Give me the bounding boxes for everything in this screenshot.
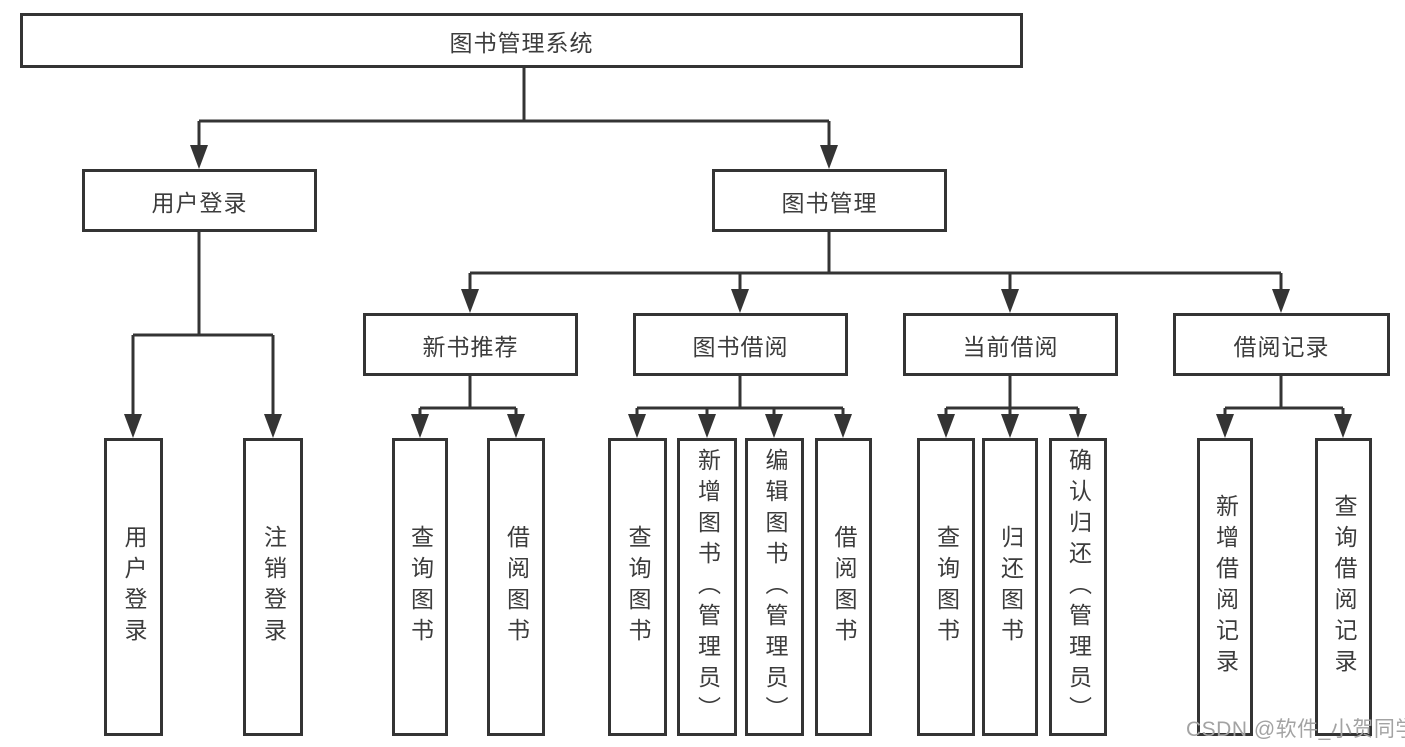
- leaf-user-login: 用户登录: [104, 438, 163, 736]
- leaf-borrow-add-books-admin: 新增图书（管理员）: [677, 438, 737, 736]
- leaf-borrow-borrow-books: 借阅图书: [815, 438, 872, 736]
- leaf-current-return-books: 归还图书: [982, 438, 1038, 736]
- node-user-login-label: 用户登录: [151, 189, 248, 216]
- leaf-records-add-record: 新增借阅记录: [1197, 438, 1253, 736]
- node-user-login: 用户登录: [82, 169, 317, 232]
- node-root: 图书管理系统: [20, 13, 1023, 68]
- node-root-label: 图书管理系统: [449, 29, 594, 56]
- node-current-borrow-label: 当前借阅: [962, 333, 1059, 360]
- leaf-borrow-edit-books-admin: 编辑图书（管理员）: [745, 438, 804, 736]
- leaf-records-query-record: 查询借阅记录: [1315, 438, 1372, 736]
- leaf-records-query-record-label: 查询借阅记录: [1331, 494, 1357, 680]
- node-book-borrow-label: 图书借阅: [692, 333, 789, 360]
- leaf-logout-label: 注销登录: [260, 525, 287, 649]
- node-new-book-recommend: 新书推荐: [363, 313, 578, 376]
- leaf-recommend-borrow-books: 借阅图书: [487, 438, 545, 736]
- node-book-management: 图书管理: [712, 169, 947, 232]
- leaf-current-confirm-return-admin-label: 确认归还（管理员）: [1065, 447, 1092, 727]
- leaf-current-return-books-label: 归还图书: [997, 525, 1024, 649]
- leaf-borrow-query-books-label: 查询图书: [625, 525, 651, 649]
- leaf-recommend-borrow-books-label: 借阅图书: [503, 525, 530, 649]
- leaf-borrow-query-books: 查询图书: [608, 438, 667, 736]
- node-borrow-records: 借阅记录: [1173, 313, 1390, 376]
- leaf-current-query-books: 查询图书: [917, 438, 975, 736]
- leaf-borrow-add-books-admin-label: 新增图书（管理员）: [694, 447, 721, 727]
- leaf-current-query-books-label: 查询图书: [933, 525, 960, 649]
- leaf-recommend-query-books-label: 查询图书: [407, 525, 434, 649]
- csdn-watermark: CSDN @软件_小贺同学: [1186, 718, 1405, 741]
- node-borrow-records-label: 借阅记录: [1233, 333, 1330, 360]
- node-book-management-label: 图书管理: [781, 189, 878, 216]
- leaf-user-login-label: 用户登录: [121, 525, 147, 649]
- leaf-records-add-record-label: 新增借阅记录: [1212, 494, 1239, 680]
- node-book-borrow: 图书借阅: [633, 313, 848, 376]
- leaf-recommend-query-books: 查询图书: [392, 438, 448, 736]
- node-current-borrow: 当前借阅: [903, 313, 1118, 376]
- leaf-borrow-borrow-books-label: 借阅图书: [831, 525, 857, 649]
- node-new-book-recommend-label: 新书推荐: [422, 333, 519, 360]
- leaf-logout: 注销登录: [243, 438, 303, 736]
- leaf-borrow-edit-books-admin-label: 编辑图书（管理员）: [762, 447, 788, 727]
- leaf-current-confirm-return-admin: 确认归还（管理员）: [1049, 438, 1107, 736]
